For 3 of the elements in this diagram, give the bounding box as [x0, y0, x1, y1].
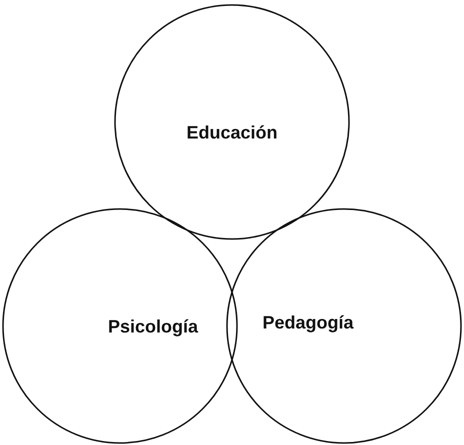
circle-label: Pedagogía	[262, 312, 354, 334]
circle-label: Educación	[186, 122, 278, 144]
circle-label: Psicología	[108, 316, 198, 338]
